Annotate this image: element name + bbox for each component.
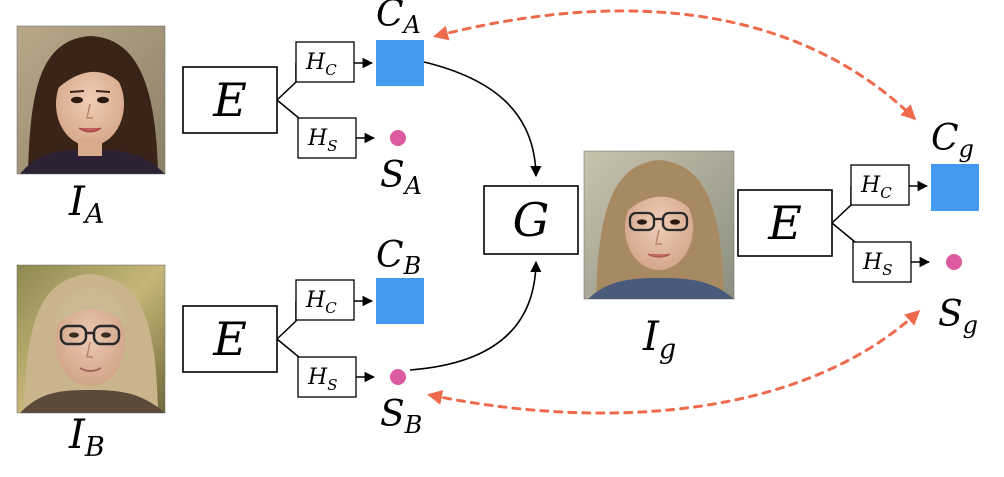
label-content-a: CA <box>376 0 421 39</box>
encoder-b: E <box>182 305 278 373</box>
head-style-g: HS <box>852 241 912 283</box>
svg-text:HC: HC <box>305 288 337 317</box>
label-image-b: IB <box>68 412 105 463</box>
svg-text:HC: HC <box>860 173 892 202</box>
portrait-a <box>17 26 165 174</box>
svg-text:G: G <box>513 193 550 247</box>
label-content-b: CB <box>376 235 421 280</box>
generator: G <box>483 185 579 255</box>
portrait-generated <box>584 151 734 299</box>
svg-text:HS: HS <box>307 126 337 155</box>
cycle-arrow-content <box>433 9 917 121</box>
label-image-a: IA <box>68 179 104 230</box>
content-square-a <box>376 40 424 86</box>
encoder-g: E <box>737 189 833 257</box>
head-content-b: HC <box>295 279 355 321</box>
label-style-a: SA <box>380 155 422 200</box>
svg-text:E: E <box>212 312 247 366</box>
cycle-arrow-style <box>427 309 921 415</box>
head-content-g: HC <box>850 164 910 206</box>
style-dot-g <box>946 254 962 270</box>
style-dot-a <box>390 130 406 146</box>
svg-text:HS: HS <box>307 365 337 394</box>
label-image-g: Ig <box>642 314 676 365</box>
svg-text:HS: HS <box>862 250 892 279</box>
svg-text:E: E <box>212 73 247 127</box>
head-content-a: HC <box>295 41 355 83</box>
content-square-g <box>931 164 979 211</box>
style-dot-b <box>390 369 406 385</box>
head-style-b: HS <box>297 356 357 398</box>
portrait-b <box>17 265 165 413</box>
label-style-g: Sg <box>938 294 978 339</box>
svg-text:E: E <box>767 196 802 250</box>
arrow-style-to-generator <box>409 260 542 371</box>
content-square-b <box>376 278 424 324</box>
encoder-a: E <box>182 66 278 134</box>
arrow-content-to-generator <box>423 61 542 178</box>
label-style-b: SB <box>380 394 422 439</box>
svg-text:HC: HC <box>305 50 337 79</box>
head-style-a: HS <box>297 117 357 159</box>
label-content-g: Cg <box>931 118 974 163</box>
